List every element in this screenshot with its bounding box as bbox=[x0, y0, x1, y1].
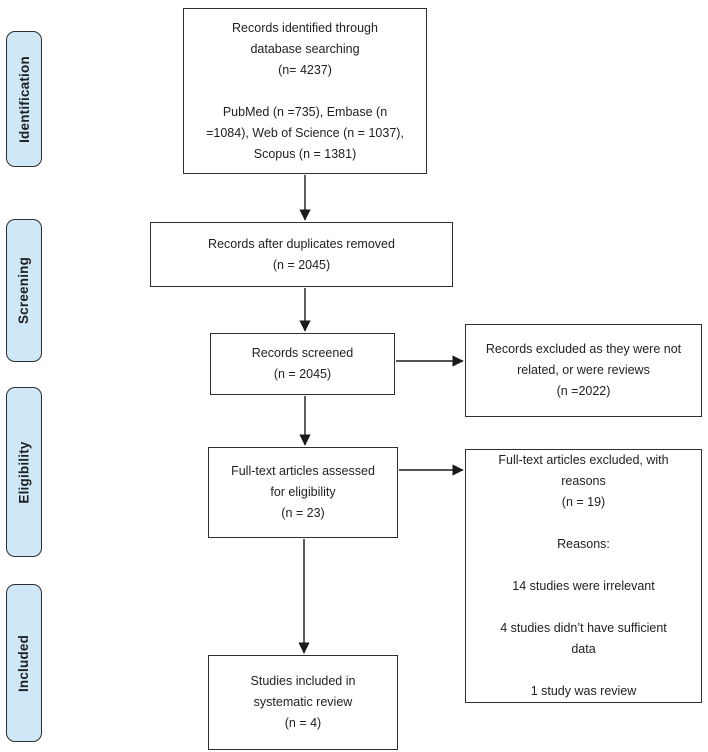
box-line: database searching bbox=[250, 41, 360, 56]
box-line: (n = 23) bbox=[281, 506, 325, 520]
box-line: =1084), Web of Science (n = 1037), bbox=[206, 125, 404, 140]
box-line: Records screened bbox=[251, 346, 354, 360]
stage-label-identification: Identification bbox=[6, 31, 42, 167]
box-records-screened: Records screened (n = 2045) bbox=[210, 333, 395, 395]
stage-label-text: Included bbox=[16, 634, 32, 692]
box-line bbox=[470, 555, 697, 576]
box-fulltext-assessed: Full-text articles assessed for eligibil… bbox=[208, 447, 398, 538]
box-line: PubMed (n =735), Embase (n bbox=[222, 104, 388, 119]
stage-label-text: Eligibility bbox=[16, 440, 32, 504]
box-line: Records identified through bbox=[232, 20, 378, 35]
stage-label-included: Included bbox=[6, 584, 42, 742]
box-line: (n = 19) bbox=[561, 495, 606, 509]
box-studies-included: Studies included in systematic review (n… bbox=[208, 655, 398, 750]
box-line: reasons bbox=[561, 474, 606, 488]
box-line: 14 studies were irrelevant bbox=[512, 579, 655, 593]
stage-label-text: Screening bbox=[16, 256, 32, 325]
box-line: for eligibility bbox=[270, 485, 336, 499]
box-line: Reasons: bbox=[557, 537, 610, 551]
box-records-excluded: Records excluded as they were not relate… bbox=[465, 324, 702, 417]
box-line: data bbox=[571, 642, 596, 656]
box-line bbox=[470, 660, 697, 681]
box-line bbox=[188, 81, 422, 102]
stage-label-text: Identification bbox=[16, 55, 32, 143]
box-line: (n =2022) bbox=[556, 384, 611, 398]
box-line: (n= 4237) bbox=[278, 62, 332, 77]
box-line: Scopus (n = 1381) bbox=[253, 146, 357, 161]
stage-label-eligibility: Eligibility bbox=[6, 387, 42, 557]
box-fulltext-excluded: Full-text articles excluded, with reason… bbox=[465, 449, 702, 703]
box-line: 1 study was review bbox=[530, 684, 637, 698]
box-duplicates-removed: Records after duplicates removed (n = 20… bbox=[150, 222, 453, 287]
box-line: (n = 2045) bbox=[272, 257, 331, 272]
box-line: (n = 4) bbox=[284, 716, 322, 730]
box-line bbox=[470, 513, 697, 534]
box-line: Records excluded as they were not bbox=[485, 342, 682, 356]
box-line: (n = 2045) bbox=[273, 367, 332, 381]
box-line: 4 studies didn’t have sufficient bbox=[500, 621, 667, 635]
stage-label-screening: Screening bbox=[6, 219, 42, 362]
box-line: systematic review bbox=[253, 695, 353, 709]
box-line: Studies included in bbox=[250, 674, 356, 688]
box-line: Full-text articles assessed bbox=[231, 464, 375, 478]
box-line: related, or were reviews bbox=[517, 363, 650, 377]
box-records-identified: Records identified through database sear… bbox=[183, 8, 427, 174]
box-line: Full-text articles excluded, with bbox=[498, 453, 669, 467]
box-line bbox=[470, 597, 697, 618]
box-line: Records after duplicates removed bbox=[208, 236, 395, 251]
